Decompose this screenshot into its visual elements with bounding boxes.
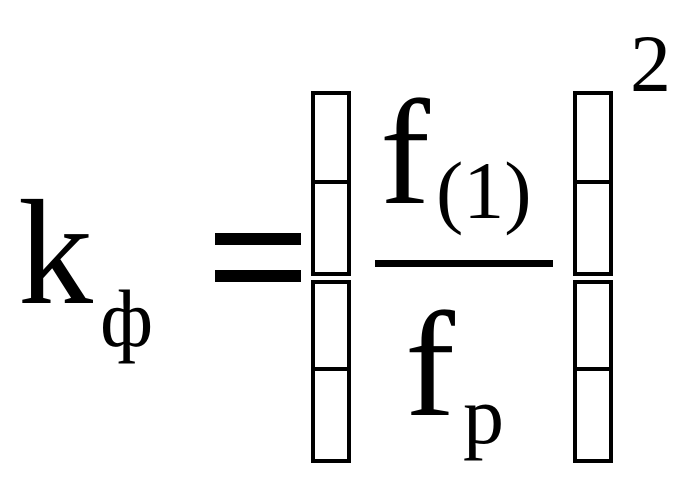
exponent: 2	[630, 18, 671, 109]
right-bracket-segment	[573, 367, 613, 463]
numerator-symbol: f	[380, 70, 430, 236]
lhs-subscript: ф	[100, 273, 154, 364]
denominator-subscript: p	[463, 370, 504, 461]
numerator-subscript: (1)	[436, 145, 532, 236]
lhs-symbol: k	[18, 170, 93, 336]
equals-sign-bottom-bar	[215, 270, 301, 282]
denominator-symbol: f	[405, 282, 455, 448]
left-bracket-segment	[311, 367, 351, 463]
right-bracket-segment	[573, 180, 613, 276]
equals-sign-top-bar	[215, 233, 301, 245]
right-bracket-segment	[573, 280, 613, 376]
left-bracket-segment	[311, 180, 351, 276]
left-bracket-segment	[311, 280, 351, 376]
right-bracket-segment	[573, 91, 613, 187]
left-bracket-segment	[311, 91, 351, 187]
fraction-bar	[375, 260, 553, 267]
